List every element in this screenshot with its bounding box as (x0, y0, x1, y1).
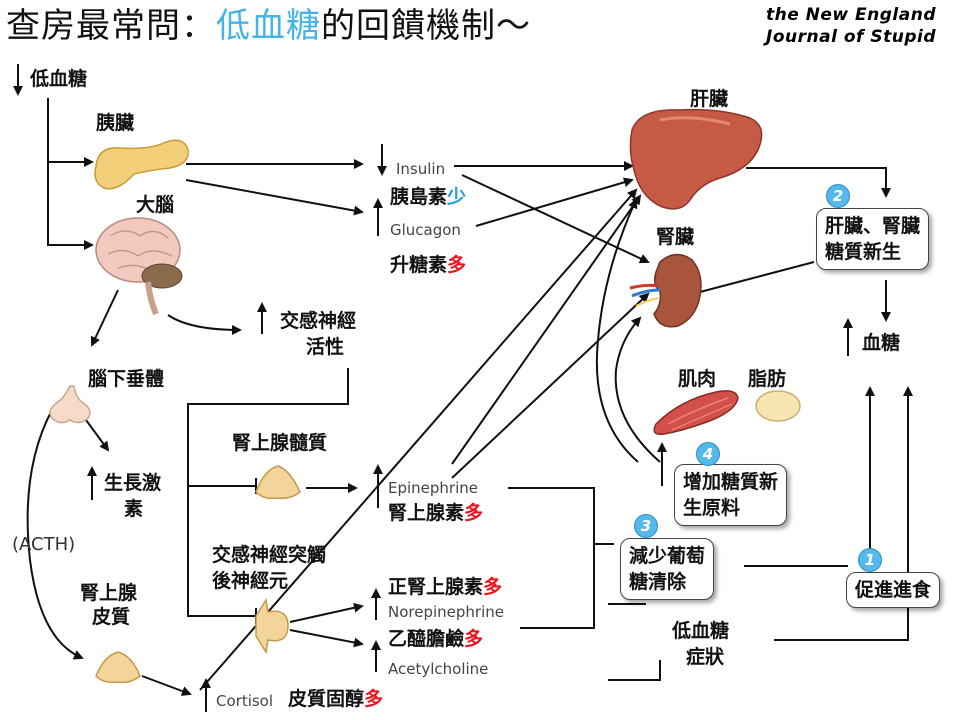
callout-box-3: 減少葡萄 糖清除 (620, 538, 715, 600)
hormone-cortisol-zh: 皮質固醇多 (288, 688, 383, 711)
node-sympathetic-2: 活性 (306, 336, 345, 358)
title-prefix: 查房最常問： (6, 6, 216, 46)
callout-badge-3: 3 (634, 514, 658, 538)
glucagon-level: 多 (447, 254, 467, 276)
node-muscle: 肌肉 (678, 368, 717, 390)
node-acth: (ACTH) (12, 534, 76, 555)
node-liver: 肝臟 (690, 88, 729, 110)
node-adrenal-cortex-1: 腎上腺 (80, 582, 138, 604)
callout-badge-1: 1 (858, 548, 882, 572)
callout-2-text-2: 糖質新生 (825, 241, 902, 263)
logo-line-2: Journal of Stupid (766, 27, 936, 47)
pancreas-illustration (94, 139, 189, 190)
page-title: 查房最常問：低血糖的回饋機制～ (6, 6, 531, 46)
node-adrenal-medulla: 腎上腺髓質 (232, 432, 328, 454)
title-highlight: 低血糖 (216, 6, 321, 46)
brain-illustration (95, 217, 183, 316)
hormone-norepinephrine: Norepinephrine (388, 603, 504, 621)
node-hypoglycemia: 低血糖 (30, 68, 88, 90)
node-fat: 脂肪 (748, 368, 787, 390)
norepinephrine-level: 多 (483, 576, 503, 598)
callout-2-text-1: 肝臟、腎臟 (825, 215, 921, 237)
hormone-norepinephrine-zh: 正腎上腺素多 (388, 576, 502, 599)
muscle-illustration (653, 390, 739, 436)
node-brain: 大腦 (136, 194, 175, 216)
callout-4-text-1: 增加糖質新 (683, 471, 779, 493)
node-postganglionic-2: 後神經元 (212, 570, 289, 592)
epinephrine-zh-text: 腎上腺素 (388, 502, 465, 524)
callout-badge-4: 4 (696, 442, 720, 466)
node-adrenal-cortex-2: 皮質 (92, 606, 131, 628)
hormone-insulin-zh: 胰島素少 (390, 186, 466, 209)
hormone-cortisol: Cortisol (216, 692, 274, 710)
title-suffix: 的回饋機制～ (321, 6, 531, 46)
node-sympathetic-1: 交感神經 (280, 310, 357, 332)
insulin-zh-text: 胰島素 (390, 186, 448, 208)
node-pituitary: 腦下垂體 (88, 368, 165, 390)
cortisol-level: 多 (364, 688, 384, 710)
callout-4-text-2: 生原料 (683, 497, 741, 519)
journal-logo: the New England Journal of Stupid (766, 4, 936, 48)
acetylcholine-zh-text: 乙醯膽鹼 (388, 628, 465, 650)
node-postganglionic-1: 交感神經突觸 (212, 544, 327, 566)
hormone-growth-2: 素 (124, 498, 144, 520)
norepinephrine-zh-text: 正腎上腺素 (388, 576, 484, 598)
hormone-acetylcholine: Acetylcholine (388, 660, 489, 678)
hormone-acetylcholine-zh: 乙醯膽鹼多 (388, 628, 483, 651)
callout-badge-2: 2 (826, 184, 850, 208)
liver-illustration (629, 108, 763, 210)
adrenal-medulla-illustration (255, 465, 301, 500)
epinephrine-level: 多 (464, 502, 484, 524)
node-symptoms-2: 症狀 (686, 646, 725, 668)
node-symptoms-1: 低血糖 (672, 620, 730, 642)
callout-1-text: 促進進食 (855, 579, 932, 601)
hormone-glucagon-zh: 升糖素多 (390, 254, 466, 277)
hormone-insulin: Insulin (396, 160, 446, 178)
logo-line-1: the New England (765, 5, 936, 25)
pituitary-illustration (49, 385, 91, 424)
callout-box-2: 肝臟、腎臟 糖質新生 (816, 208, 930, 270)
insulin-level: 少 (447, 186, 467, 208)
callout-3-text-2: 糖清除 (629, 571, 687, 593)
kidney-illustration (629, 253, 702, 328)
hormone-glucagon: Glucagon (390, 221, 461, 239)
adrenal-cortex-illustration (95, 651, 141, 684)
neuron-illustration (255, 597, 289, 655)
hormone-epinephrine: Epinephrine (388, 479, 478, 497)
hormone-growth-1: 生長激 (104, 472, 162, 494)
callout-box-4: 增加糖質新 生原料 (674, 464, 788, 526)
callout-box-1: 促進進食 (846, 572, 941, 608)
hormone-epinephrine-zh: 腎上腺素多 (388, 502, 483, 525)
node-blood-sugar: 血糖 (862, 332, 901, 354)
acetylcholine-level: 多 (464, 628, 484, 650)
node-pancreas: 胰臟 (96, 112, 135, 134)
node-kidney: 腎臟 (656, 226, 695, 248)
callout-3-text-1: 減少葡萄 (629, 545, 706, 567)
fat-illustration (755, 390, 801, 422)
cortisol-zh-text: 皮質固醇 (288, 688, 365, 710)
glucagon-zh-text: 升糖素 (390, 254, 448, 276)
